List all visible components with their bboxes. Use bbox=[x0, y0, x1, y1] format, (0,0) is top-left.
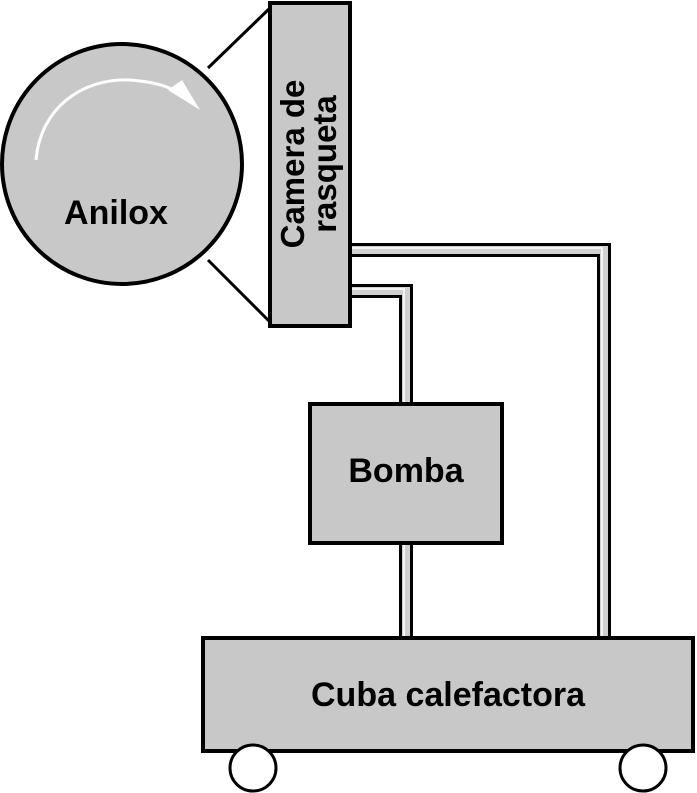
chamber-label-line2: rasqueta bbox=[306, 95, 343, 233]
tank-label: Cuba calefactora bbox=[311, 676, 586, 714]
supply-pipe-lower bbox=[399, 543, 413, 638]
supply-pipe-upper bbox=[350, 284, 413, 404]
chamber-connector-bottom bbox=[206, 258, 272, 324]
heated-tank: Cuba calefactora bbox=[201, 636, 695, 753]
return-pipe bbox=[350, 243, 611, 638]
pump-box: Bomba bbox=[308, 402, 504, 545]
chamber-connector-top bbox=[206, 6, 272, 70]
anilox-label: Anilox bbox=[64, 194, 168, 232]
chamber-label-line1: Camera de bbox=[274, 80, 311, 249]
wheel-left bbox=[228, 743, 278, 793]
anilox-roller: Anilox bbox=[0, 42, 244, 286]
pump-label: Bomba bbox=[348, 452, 464, 490]
wheel-right bbox=[618, 743, 668, 793]
rotation-arrowhead-icon bbox=[168, 80, 200, 110]
doctor-blade-chamber: Camera de rasqueta bbox=[268, 1, 352, 328]
